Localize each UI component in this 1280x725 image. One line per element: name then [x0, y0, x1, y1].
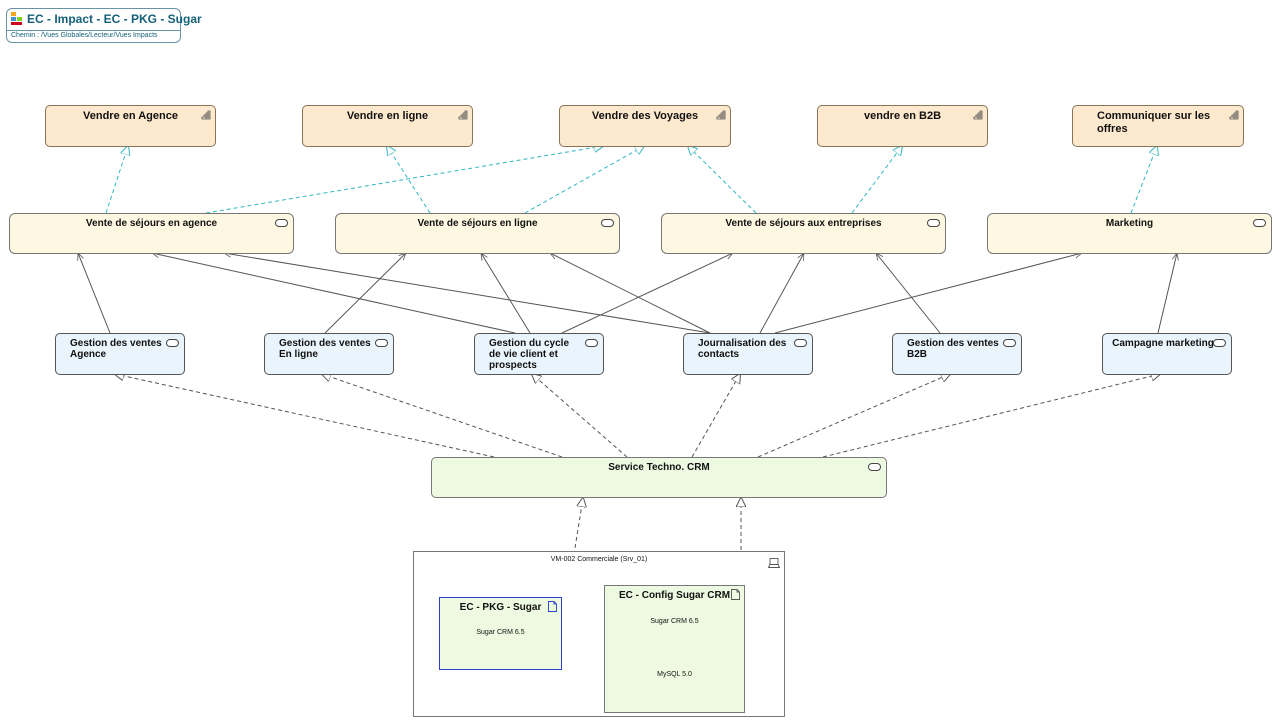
service-pill-icon: [275, 219, 288, 227]
realization-link: [757, 374, 950, 458]
service-pill-icon: [794, 339, 807, 347]
service-label: Gestion des ventes Agence: [70, 338, 162, 360]
artifact-name: EC - Config Sugar CRM: [618, 590, 731, 601]
realization-link: [688, 146, 757, 214]
serving-link: [759, 253, 804, 334]
realization-link: [115, 374, 495, 458]
business-service-marketing[interactable]: Marketing: [987, 213, 1272, 254]
app-service-gestion-ventes-agence[interactable]: Gestion des ventes Agence: [55, 333, 185, 375]
business-service-vente-en-ligne[interactable]: Vente de séjours en ligne: [335, 213, 620, 254]
app-service-cycle-vie-client[interactable]: Gestion du cycle de vie client et prospe…: [474, 333, 604, 375]
service-label: Vente de séjours en ligne: [417, 218, 538, 229]
realization-link: [851, 146, 902, 214]
service-pill-icon: [601, 219, 614, 227]
service-pill-icon: [927, 219, 940, 227]
service-label: Vente de séjours aux entreprises: [725, 218, 882, 229]
service-label: Gestion des ventes En ligne: [279, 338, 371, 360]
realization-link: [532, 374, 628, 458]
goal-label: Communiquer sur les offres: [1097, 110, 1211, 135]
service-label: Journalisation des contacts: [698, 338, 787, 360]
goal-communiquer-sur-les-offres[interactable]: Communiquer sur les offres: [1072, 105, 1244, 147]
serving-link: [224, 253, 711, 334]
realization-link: [524, 146, 644, 214]
artifact-detail: Sugar CRM 6.5: [650, 618, 699, 625]
service-pill-icon: [1253, 219, 1266, 227]
artifact-detail: MySQL 5.0: [657, 671, 692, 678]
artifact-ec-config-sugar-crm[interactable]: EC - Config Sugar CRM Sugar CRM 6.5 MySQ…: [604, 585, 745, 713]
realization-link: [105, 146, 128, 214]
artifact-doc-icon: [731, 589, 740, 602]
serving-link: [324, 253, 406, 334]
goal-vendre-en-b2b[interactable]: vendre en B2B: [817, 105, 988, 147]
serving-link: [550, 252, 711, 334]
service-pill-icon: [585, 339, 598, 347]
service-label: Campagne marketing: [1112, 338, 1214, 349]
serving-link: [561, 252, 733, 334]
goal-vendre-des-voyages[interactable]: Vendre des Voyages: [559, 105, 731, 147]
service-label: Service Techno. CRM: [608, 462, 710, 473]
title-divider: [7, 30, 180, 31]
goal-grid-icon: [1229, 110, 1239, 124]
service-pill-icon: [166, 339, 179, 347]
realization-link: [691, 374, 740, 458]
realization-link: [322, 374, 563, 458]
goal-label: Vendre en ligne: [346, 110, 429, 122]
goal-grid-icon: [716, 110, 726, 124]
goal-grid-icon: [201, 110, 211, 124]
goal-vendre-en-ligne[interactable]: Vendre en ligne: [302, 105, 473, 147]
device-label: VM-002 Commerciale (Srv_01): [550, 556, 648, 563]
realization-link: [387, 146, 431, 214]
service-pill-icon: [1003, 339, 1016, 347]
view-title-box: EC - Impact - EC - PKG - Sugar Chemin : …: [6, 8, 202, 43]
tech-service-crm[interactable]: Service Techno. CRM: [431, 457, 887, 498]
artifact-ec-pkg-sugar[interactable]: EC - PKG - Sugar Sugar CRM 6.5: [439, 597, 562, 670]
business-service-vente-entreprises[interactable]: Vente de séjours aux entreprises: [661, 213, 946, 254]
goal-label: Vendre en Agence: [83, 110, 178, 122]
artifact-detail: Sugar CRM 6.5: [476, 629, 525, 636]
serving-link: [1157, 253, 1177, 334]
app-service-journalisation-contacts[interactable]: Journalisation des contacts: [683, 333, 813, 375]
service-label: Marketing: [1105, 218, 1154, 229]
service-pill-icon: [375, 339, 388, 347]
serving-link: [78, 253, 111, 334]
device-icon: [767, 555, 781, 573]
realization-link: [1130, 146, 1157, 214]
goal-grid-icon: [973, 110, 983, 124]
service-pill-icon: [1213, 339, 1226, 347]
app-service-gestion-ventes-en-ligne[interactable]: Gestion des ventes En ligne: [264, 333, 394, 375]
view-title: EC - Impact - EC - PKG - Sugar: [27, 12, 202, 26]
view-icon: [11, 12, 24, 30]
realization-link: [822, 374, 1160, 458]
serving-link: [481, 253, 531, 334]
business-service-vente-agence[interactable]: Vente de séjours en agence: [9, 213, 294, 254]
service-label: Gestion du cycle de vie client et prospe…: [489, 338, 570, 371]
service-label: Gestion des ventes B2B: [907, 338, 999, 360]
serving-link: [876, 253, 941, 334]
view-path: Chemin : /Vues Globales/Lecteur/Vues Imp…: [11, 32, 158, 39]
artifact-name: EC - PKG - Sugar: [459, 602, 542, 613]
goal-grid-icon: [458, 110, 468, 124]
app-service-gestion-ventes-b2b[interactable]: Gestion des ventes B2B: [892, 333, 1022, 375]
serving-link: [152, 253, 516, 334]
serving-link: [774, 253, 1082, 334]
goal-vendre-en-agence[interactable]: Vendre en Agence: [45, 105, 216, 147]
artifact-doc-icon: [548, 601, 557, 614]
realization-link: [563, 498, 583, 618]
goal-label: Vendre des Voyages: [591, 110, 699, 122]
app-service-campagne-marketing[interactable]: Campagne marketing: [1102, 333, 1232, 375]
service-label: Vente de séjours en agence: [85, 218, 218, 229]
goal-label: vendre en B2B: [863, 110, 942, 122]
service-pill-icon: [868, 463, 881, 471]
